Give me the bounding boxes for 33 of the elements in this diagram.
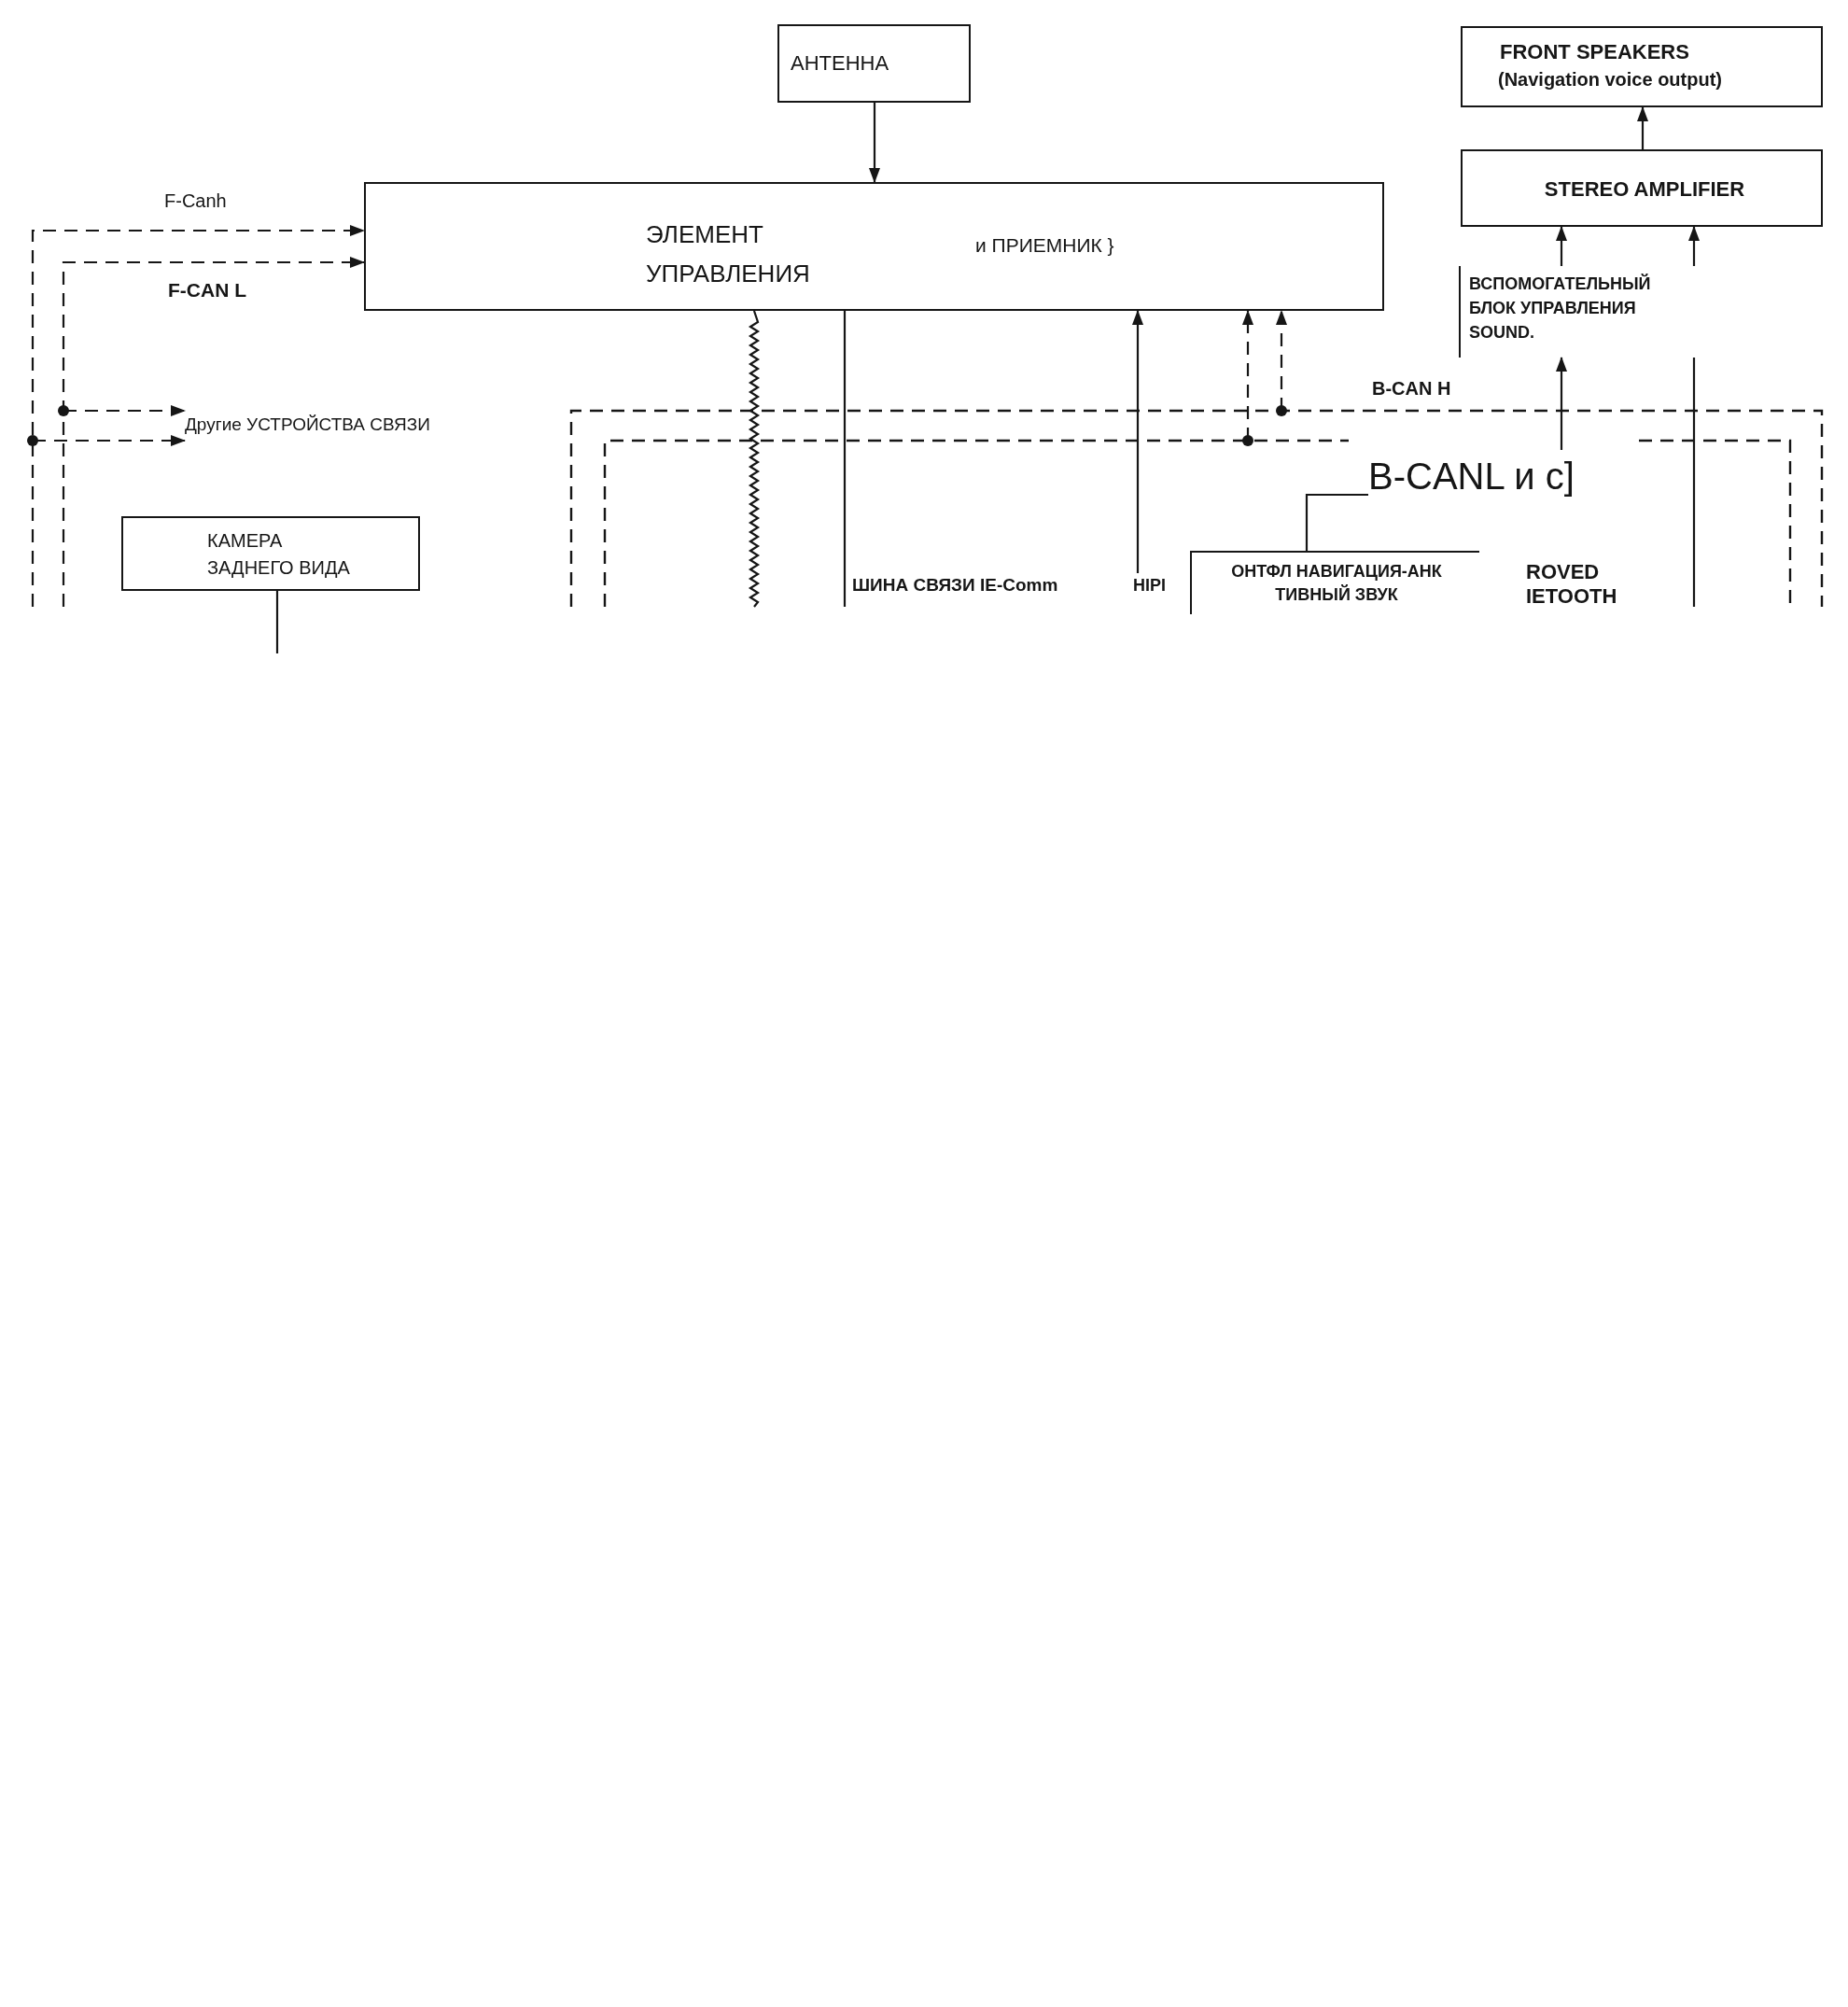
camera-box xyxy=(121,516,420,591)
line xyxy=(1692,358,1696,607)
navigation-box xyxy=(1190,551,1479,614)
dashed-arrow xyxy=(62,257,365,607)
amplifier-box xyxy=(1461,149,1823,227)
box-label: STEREO AMPLIFIER xyxy=(1543,176,1746,203)
antenna-box xyxy=(777,24,971,103)
arrow xyxy=(869,103,880,183)
control-unit-box xyxy=(364,182,1384,311)
box-subtitle: (Navigation voice output) xyxy=(1498,68,1723,91)
line xyxy=(275,591,279,653)
arrow xyxy=(1556,357,1567,450)
box-title: FRONT SPEAKERS xyxy=(1500,39,1690,65)
unit-label: ROVED IETOOTH xyxy=(1526,560,1618,610)
box-label: ВСПОМОГАТЕЛЬНЫЙ БЛОК УПРАВЛЕНИЯ SOUND. xyxy=(1469,273,1652,344)
box-label: АНТЕННА xyxy=(791,50,890,77)
box-label: и ПРИЕМНИК } xyxy=(975,233,1115,258)
wavy-line xyxy=(748,310,761,608)
line xyxy=(843,311,847,607)
signal-label: HIPI xyxy=(1133,573,1176,597)
box-label: ОНТФЛ НАВИГАЦИЯ-АНК ТИВНЫЙ ЗВУК xyxy=(1230,561,1443,607)
speaker-box xyxy=(1461,26,1823,107)
bus-label: B-CANL и с] xyxy=(1368,450,1602,502)
dashed-arrow xyxy=(31,225,365,607)
arrow xyxy=(1637,106,1648,149)
device-label: Другие УСТРОЙСТВА СВЯЗИ xyxy=(185,396,493,454)
box-label: КАМЕРА ЗАДНЕГО ВИДА xyxy=(207,529,351,580)
line xyxy=(1305,493,1368,551)
arrow xyxy=(1688,226,1700,266)
box-label: ЭЛЕМЕНТ УПРАВЛЕНИЯ xyxy=(646,219,811,289)
bus-label: B-CAN H xyxy=(1372,377,1452,400)
arrow xyxy=(1556,226,1567,266)
arrow xyxy=(1132,310,1143,573)
